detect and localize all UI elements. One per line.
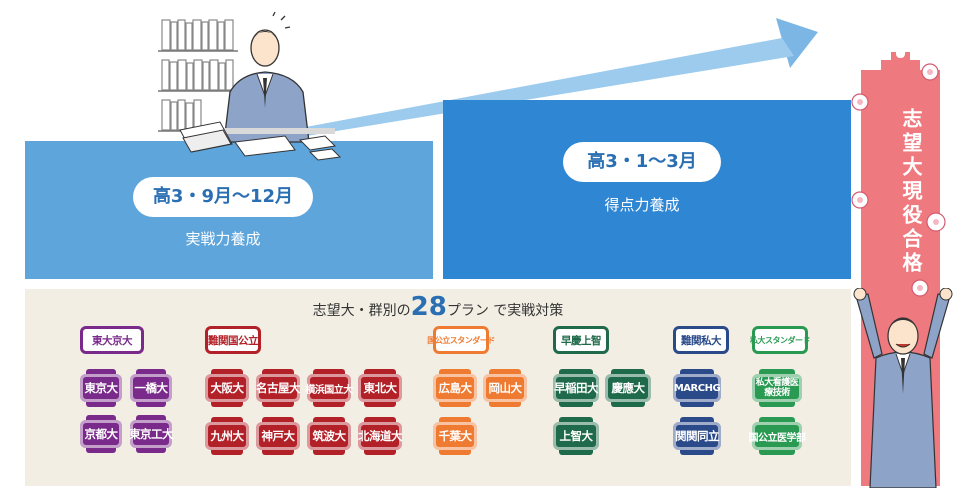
plan-group-header: 難関私大 [673, 326, 729, 354]
plan-item-badge: 関関同立 [673, 417, 721, 455]
plan-group-header: 早慶上智 [553, 326, 609, 354]
sakura-icons [851, 63, 946, 297]
plan-item-badge: 名古屋大 [256, 369, 301, 407]
period-pill-practice: 高3・9月〜12月 [133, 177, 313, 217]
caption-final: 得点力養成 [604, 196, 680, 214]
progress-arrow [290, 18, 818, 138]
plan-group-header: 東大京大 [80, 326, 144, 354]
plan-count: 28 [410, 292, 447, 322]
studying-student-illustration [179, 12, 342, 161]
plan-item-badge: 筑波大 [307, 417, 351, 455]
plan-item-badge: 北海道大 [358, 417, 403, 455]
plan-item-badge: 京都大 [80, 415, 122, 453]
plan-item-badge: 早稲田大 [553, 369, 599, 407]
goal-text: 志望大現役合格 [899, 108, 923, 276]
plan-item-badge: 九州大 [205, 417, 249, 455]
caption-practice: 実戦力養成 [185, 230, 261, 248]
plan-item-badge: 横浜国立大 [305, 369, 353, 407]
step-box-final [443, 100, 851, 279]
plans-heading: 志望大・群別の28プラン で実戦対策 [312, 292, 564, 322]
plan-item-badge: 上智大 [553, 417, 599, 455]
plan-item-badge: 国公立医学部 [749, 417, 806, 455]
plan-item-badge: 広島大 [433, 369, 477, 407]
plan-item-badge: 慶應大 [605, 369, 651, 407]
plan-item-badge: 東京工大 [129, 415, 174, 453]
plan-item-badge: 一橋大 [130, 369, 172, 407]
plan-group-header: 国公立スタンダード [427, 326, 495, 354]
plan-item-badge: 私大看護医療技術 [752, 369, 802, 407]
plan-group-header: 難関国公立 [205, 326, 261, 354]
plan-group-header: 私大スタンダード [750, 326, 811, 354]
bookshelf-illustration [158, 19, 238, 132]
plan-item-badge: 東北大 [358, 369, 402, 407]
plan-item-badge: 神戸大 [256, 417, 300, 455]
plan-item-badge: 千葉大 [433, 417, 477, 455]
celebrating-student-illustration [853, 288, 953, 488]
plan-item-badge: 東京大 [80, 369, 122, 407]
plan-item-badge: 大阪大 [205, 369, 249, 407]
plan-item-badge: 岡山大 [483, 369, 527, 407]
period-pill-final: 高3・1〜3月 [563, 142, 721, 182]
plan-item-badge: MARCHG [673, 369, 721, 407]
